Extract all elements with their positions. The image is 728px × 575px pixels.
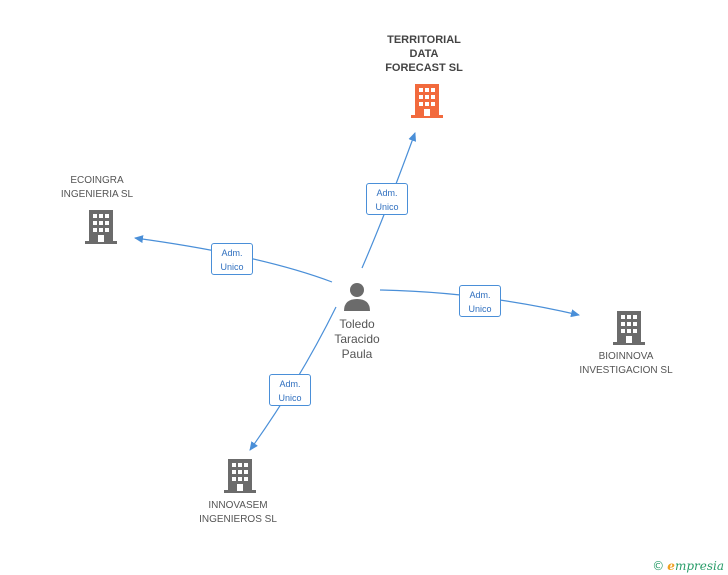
edge-label-ecoingra: Adm. Unico bbox=[211, 243, 253, 275]
brand-logo: ©empresia bbox=[652, 559, 724, 573]
building-icon[interactable] bbox=[224, 459, 256, 493]
person-icon[interactable] bbox=[342, 281, 372, 311]
edge-label-innovasem: Adm. Unico bbox=[269, 374, 311, 406]
edge-label-bioinnova: Adm. Unico bbox=[459, 285, 501, 317]
node-label-innovasem[interactable]: INNOVASEM INGENIEROS SL bbox=[199, 500, 277, 525]
node-label-territorial[interactable]: TERRITORIAL DATA FORECAST SL bbox=[385, 34, 463, 74]
building-icon[interactable] bbox=[85, 210, 117, 244]
node-label-ecoingra[interactable]: ECOINGRA INGENIERIA SL bbox=[60, 175, 134, 200]
copyright-icon: © bbox=[652, 559, 665, 573]
node-label-person[interactable]: Toledo Taracido Paula bbox=[334, 317, 380, 361]
building-icon[interactable] bbox=[411, 84, 443, 118]
node-label-bioinnova[interactable]: BIOINNOVA INVESTIGACION SL bbox=[579, 351, 673, 376]
brand-initial: e bbox=[667, 559, 675, 573]
edge-label-territorial: Adm. Unico bbox=[366, 183, 408, 215]
building-icon[interactable] bbox=[613, 311, 645, 345]
brand-name: mpresia bbox=[674, 559, 724, 573]
